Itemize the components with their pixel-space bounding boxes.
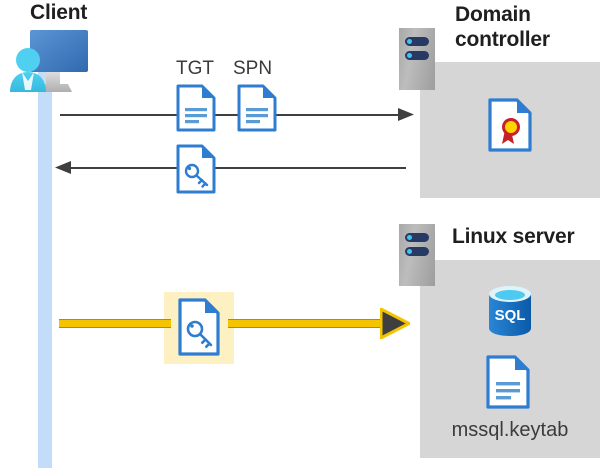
linux-arrow-head [379, 307, 411, 344]
spn-label: SPN [233, 58, 273, 79]
sent-ticket-document-key-icon [178, 298, 220, 356]
request-arrow-line [60, 114, 405, 116]
domain-controller-title-line1: Domain [455, 3, 531, 26]
rack-led-bottom [405, 247, 429, 256]
rack-led-top [405, 37, 429, 46]
rack-led-bottom [405, 51, 429, 60]
sql-database-icon: SQL [484, 284, 536, 338]
linux-arrow-segment-right [228, 319, 403, 328]
domain-controller-title-line2: controller [455, 28, 550, 51]
client-workstation-icon [6, 26, 92, 98]
server-rack-icon [399, 28, 435, 90]
response-arrow-head [55, 161, 71, 179]
returned-ticket-document-key-icon [176, 144, 216, 194]
response-arrow-line [62, 167, 406, 169]
client-lifeline [38, 72, 52, 468]
rack-led-top [405, 233, 429, 242]
spn-document-icon [237, 84, 277, 132]
request-arrow-head [398, 108, 414, 126]
tgt-label: TGT [176, 58, 214, 79]
domain-controller-title: Domain controller [455, 2, 600, 52]
tgt-document-icon [176, 84, 216, 132]
keytab-document-icon [486, 355, 530, 409]
linux-arrow-segment-left [59, 319, 171, 328]
client-title: Client [30, 1, 88, 24]
server-rack-icon [399, 224, 435, 286]
sql-badge-text: SQL [495, 307, 526, 324]
keytab-filename-label: mssql.keytab [451, 419, 569, 441]
certificate-document-icon [488, 98, 532, 152]
linux-server-title: Linux server [452, 225, 575, 248]
